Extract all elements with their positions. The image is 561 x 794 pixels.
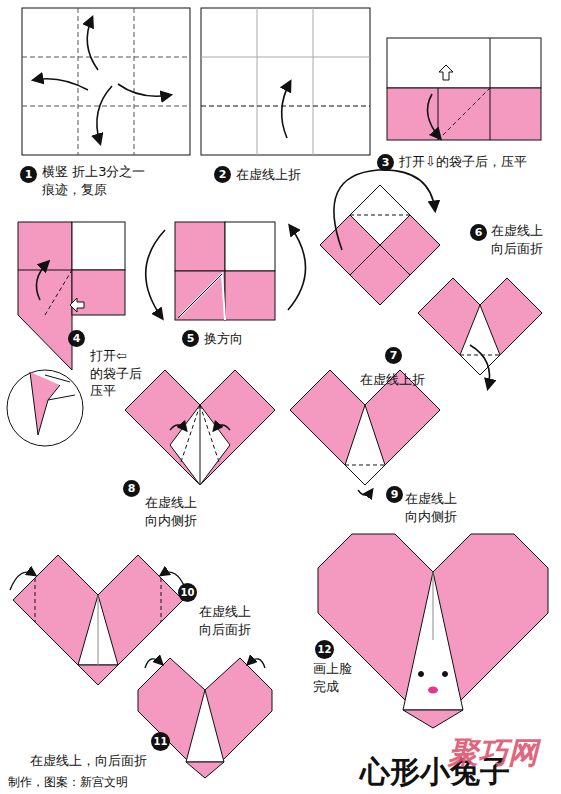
step-number: 2 [214,166,231,183]
step-caption: 在虚线上 向后面折 [491,222,543,257]
watermark: 聚巧网 [448,733,538,774]
step-caption: 横竖 折上3分之一 痕迹，复原 [42,163,162,198]
step-caption: 在虚线上 向后面折 [199,603,251,638]
step-caption: 在虚线上 向内侧折 [145,494,197,529]
step-caption: 在虚线上，向后面折 [30,752,147,770]
step-caption: 在虚线上折 [360,371,425,389]
credit: 制作，图案：新宫文明 [8,774,128,790]
step-caption: 在虚线上 向内侧折 [405,490,457,525]
step-number: 11 [151,732,170,751]
step-caption: 打开⇩的袋子后，压平 [399,153,527,171]
step-number: 1 [20,166,37,183]
step-caption: 在虚线上折 [236,166,301,184]
step-caption: 画上脸 完成 [313,660,352,695]
step-number: 12 [315,640,334,659]
step-number: 6 [470,224,487,241]
step-number: 8 [123,480,140,497]
step-number: 9 [386,486,403,503]
step-number: 3 [377,154,394,171]
step-caption: 打开⇦的袋子后 压平 [90,347,142,400]
step-number: 4 [68,330,85,347]
step-number: 5 [182,330,199,347]
step-number: 10 [178,583,197,602]
step-number: 7 [385,347,402,364]
step-caption: 换方向 [204,330,243,348]
